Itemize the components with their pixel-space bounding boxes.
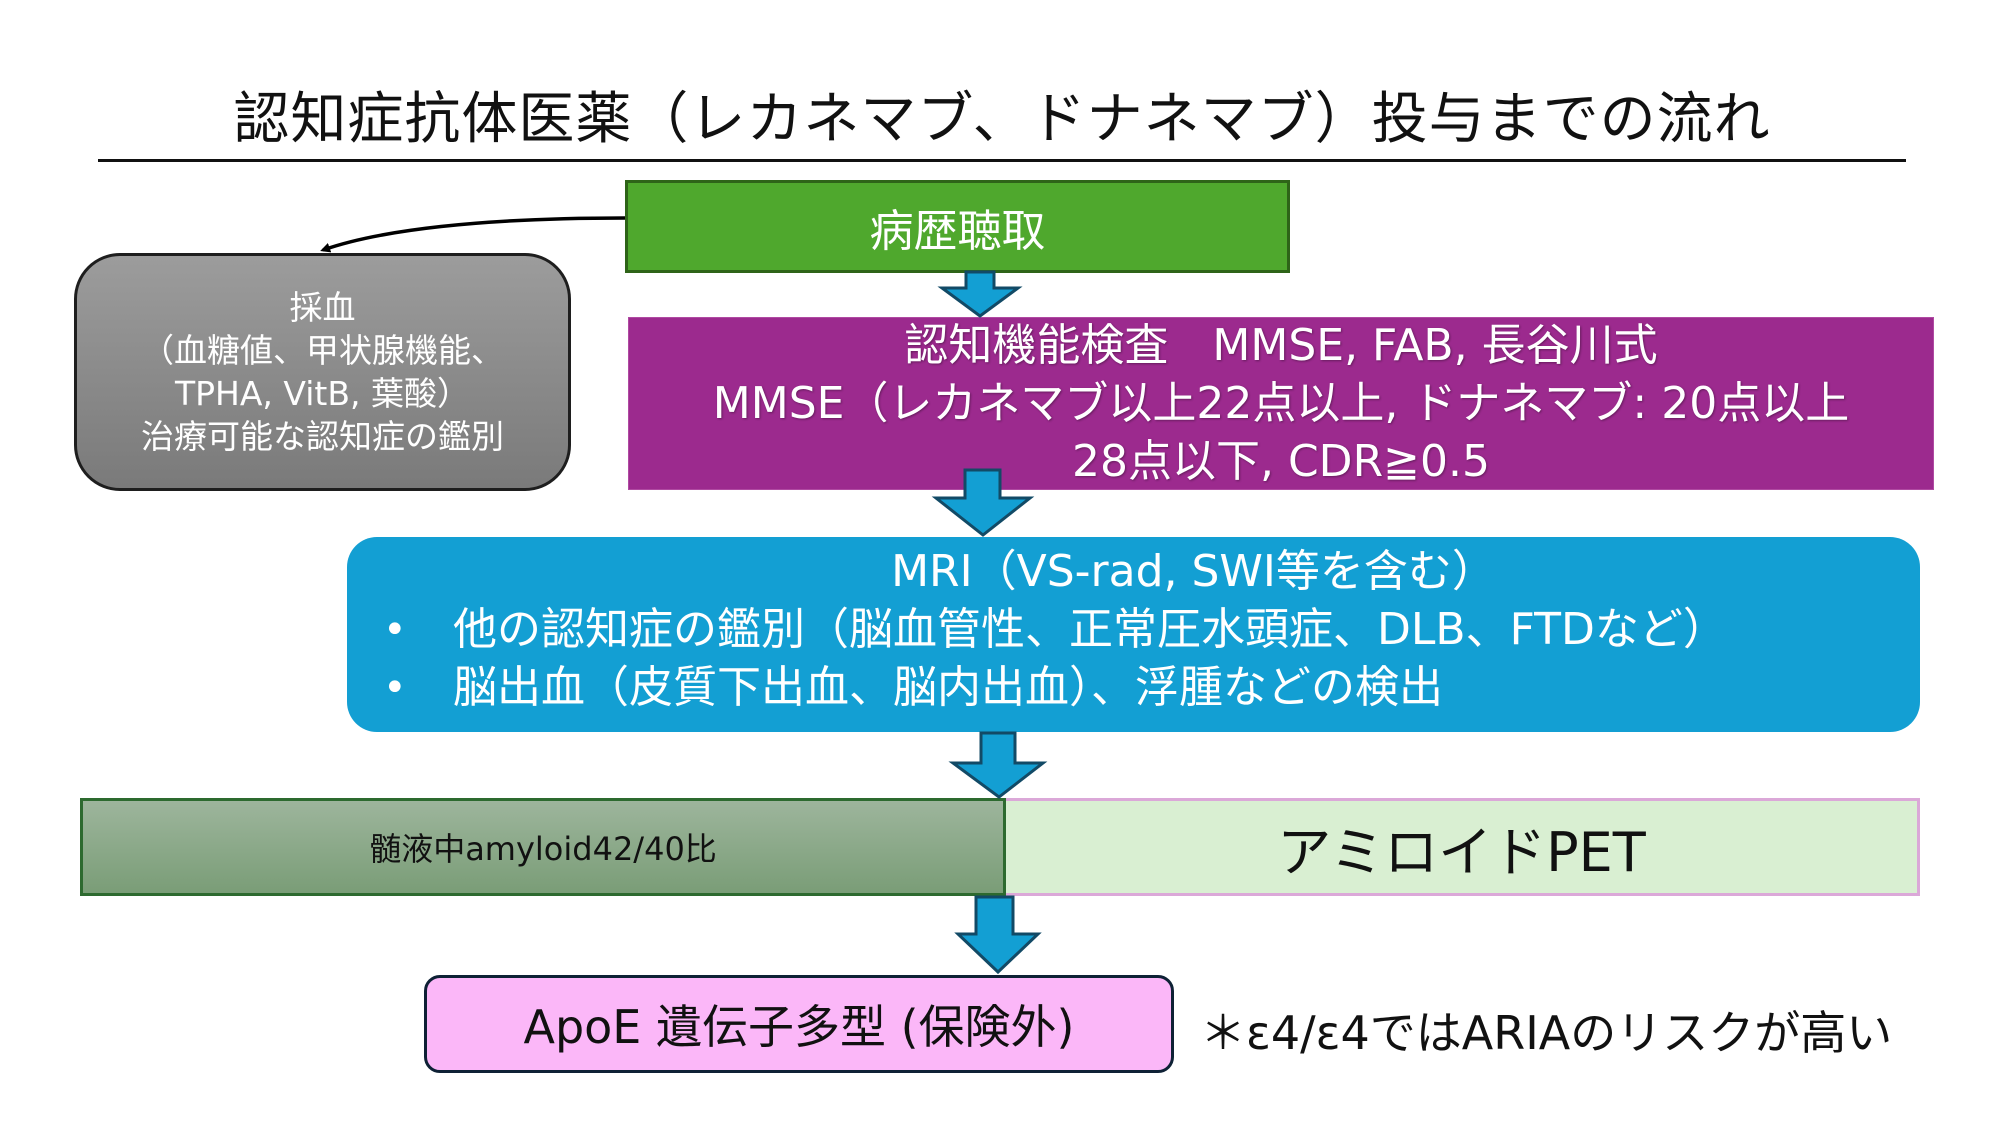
apoe-risk-note: ＊ε4/ε4ではARIAのリスクが高い — [1200, 1006, 1893, 1060]
step-history-label: 病歴聴取 — [869, 205, 1046, 257]
bullet-icon: • — [383, 607, 407, 653]
page-title: 認知症抗体医薬（レカネマブ、ドナネマブ）投与までの流れ — [98, 82, 1906, 162]
blood-test-line: 治療可能な認知症の鑑別 — [141, 417, 504, 456]
pet-label: アミロイドPET — [1277, 820, 1646, 884]
step-amyloid-pet: アミロイドPET — [1006, 798, 1920, 896]
step-mri: MRI（VS-rad, SWI等を含む） • 他の認知症の鑑別（脳血管性、正常圧… — [347, 537, 1920, 732]
step-cognitive-test: 認知機能検査 MMSE, FAB, 長谷川式 MMSE（レカネマブ以上22点以上… — [628, 317, 1934, 490]
mri-heading: MRI（VS-rad, SWI等を含む） — [891, 546, 1496, 597]
block-arrow-mri-to-amyloid — [948, 731, 1048, 799]
blood-test-line: TPHA, VitB, 葉酸） — [174, 374, 470, 413]
cognitive-line: 認知機能検査 MMSE, FAB, 長谷川式 — [904, 319, 1658, 371]
curved-arrow-history-to-blood — [320, 216, 626, 253]
blood-test-line: 採血 — [289, 288, 356, 327]
csf-label: 髄液中amyloid42/40比 — [369, 830, 717, 868]
step-apoe-genotype: ApoE 遺伝子多型 (保険外) — [424, 975, 1174, 1073]
mri-bullet-item: • 脳出血（皮質下出血、脳内出血）、浮腫などの検出 — [371, 659, 1896, 717]
block-arrow-amyloid-to-apoe — [954, 895, 1042, 975]
block-arrow-history-to-cognitive — [937, 270, 1023, 318]
cognitive-line: 28点以下, CDR≧0.5 — [1072, 435, 1490, 487]
step-blood-test: 採血 （血糖値、甲状腺機能、 TPHA, VitB, 葉酸） 治療可能な認知症の… — [74, 253, 571, 491]
bullet-icon: • — [383, 665, 407, 711]
cognitive-line: MMSE（レカネマブ以上22点以上, ドナネマブ: 20点以上 — [712, 377, 1850, 429]
blood-test-line: （血糖値、甲状腺機能、 — [141, 331, 504, 370]
mri-bullet-item: • 他の認知症の鑑別（脳血管性、正常圧水頭症、DLB、FTDなど） — [371, 601, 1896, 659]
mri-bullet-text: 他の認知症の鑑別（脳血管性、正常圧水頭症、DLB、FTDなど） — [453, 604, 1727, 655]
step-csf-amyloid-ratio: 髄液中amyloid42/40比 — [80, 798, 1006, 896]
mri-bullet-text: 脳出血（皮質下出血、脳内出血）、浮腫などの検出 — [453, 662, 1443, 713]
step-history-taking: 病歴聴取 — [625, 180, 1290, 273]
apoe-label: ApoE 遺伝子多型 (保険外) — [523, 1000, 1075, 1054]
